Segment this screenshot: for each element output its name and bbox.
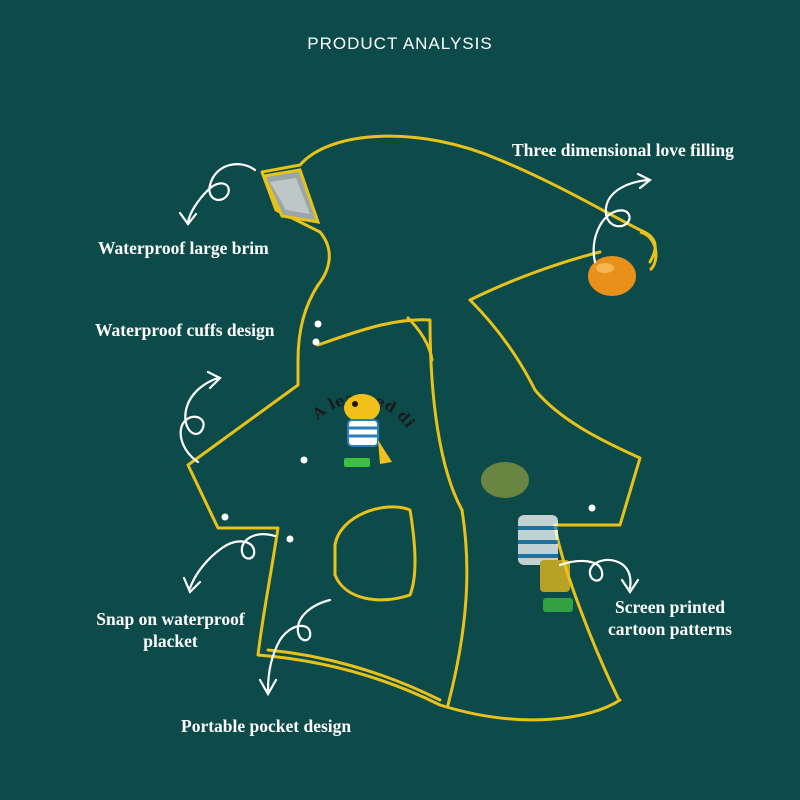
curly-arrow-icon: [558, 558, 632, 590]
label-waterproof-cuffs: Waterproof cuffs design: [95, 320, 275, 340]
brim-window: [261, 168, 321, 224]
curly-arrow-icon: [186, 163, 257, 224]
label-snap-line2: placket: [143, 631, 198, 651]
curly-arrow-icon: [266, 598, 332, 692]
page-title: PRODUCT ANALYSIS: [307, 34, 493, 53]
heart-filling-icon: [588, 230, 658, 296]
curly-arrow-icon: [592, 178, 650, 264]
snap-button-icon: [221, 320, 596, 543]
dinosaur-print-icon: A learned dinosaur: [0, 0, 419, 467]
curly-arrow-icon: [179, 376, 220, 464]
label-snap-line1: Snap on waterproof: [96, 609, 245, 629]
print-arc-text: A learned dinosaur: [0, 0, 419, 431]
label-snap-placket: Snap on waterproof placket: [78, 608, 263, 652]
curly-arrows: [178, 163, 653, 697]
label-waterproof-brim: Waterproof large brim: [98, 238, 269, 258]
label-screen-printed: Screen printed cartoon patterns: [590, 596, 750, 640]
label-pocket-design: Portable pocket design: [181, 716, 352, 736]
label-screen-line1: Screen printed: [614, 597, 726, 617]
curly-arrow-icon: [188, 533, 277, 590]
raincoat-outline: [186, 134, 657, 722]
label-screen-line2: cartoon patterns: [608, 619, 732, 639]
label-love-filling: Three dimensional love filling: [512, 140, 734, 160]
back-dinosaur-print: [481, 462, 573, 612]
